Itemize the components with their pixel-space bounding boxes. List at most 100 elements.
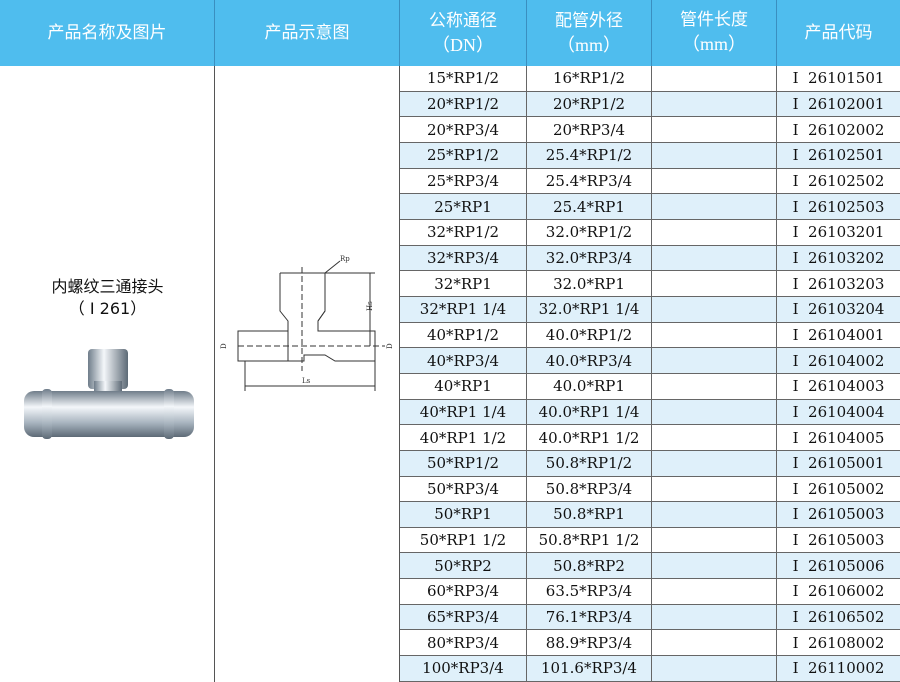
header-code: 产品代码	[777, 0, 900, 66]
od-cell: 20*RP1/2	[527, 91, 652, 117]
header-product-name: 产品名称及图片	[0, 0, 215, 66]
length-cell	[652, 476, 777, 502]
od-cell: 25.4*RP1/2	[527, 142, 652, 168]
code-cell: I 26105006	[792, 556, 885, 575]
od-cell: 40.0*RP3/4	[527, 348, 652, 373]
dn-cell: 20*RP3/4	[400, 117, 527, 142]
code-cell: I 26102002	[792, 120, 885, 139]
header-length: 管件长度 （mm）	[652, 0, 777, 66]
od-cell: 88.9*RP3/4	[527, 630, 652, 656]
dn-cell: 25*RP1	[400, 194, 527, 219]
table-header: 产品名称及图片 产品示意图 公称通径 （DN） 配管外径 （mm） 管件长度 （mm）…	[0, 0, 900, 66]
od-cell: 32.0*RP1	[527, 271, 652, 296]
dn-cell: 80*RP3/4	[400, 630, 527, 656]
header-label: 产品代码	[804, 23, 873, 43]
dn-cell: 40*RP1	[400, 373, 527, 399]
length-cell	[652, 656, 777, 681]
dn-cell: 15*RP1/2	[400, 66, 527, 91]
header-label: 管件长度	[680, 10, 748, 30]
length-cell	[652, 373, 777, 399]
code-cell: I 26104004	[792, 402, 885, 421]
code-cell: I 26105003	[792, 505, 885, 524]
header-unit: （mm）	[556, 35, 621, 55]
code-cell: I 26104003	[792, 377, 885, 396]
length-cell	[652, 553, 777, 579]
length-cell	[652, 502, 777, 527]
dn-cell: 32*RP3/4	[400, 245, 527, 271]
dn-cell: 50*RP1	[400, 502, 527, 527]
product-code: （ I 261）	[68, 299, 147, 318]
dn-cell: 25*RP1/2	[400, 142, 527, 168]
od-cell: 40.0*RP1/2	[527, 322, 652, 348]
header-unit: （mm）	[681, 34, 746, 54]
length-cell	[652, 630, 777, 656]
code-cell: I 26108002	[792, 633, 885, 652]
label-d-left: D	[220, 343, 228, 349]
dn-cell: 65*RP3/4	[400, 604, 527, 630]
length-cell	[652, 296, 777, 322]
header-dn: 公称通径 （DN）	[400, 0, 527, 66]
code-cell: I 26106502	[792, 608, 885, 627]
label-ls: Ls	[302, 377, 311, 385]
length-cell	[652, 245, 777, 271]
dn-cell: 40*RP3/4	[400, 348, 527, 373]
od-cell: 76.1*RP3/4	[527, 604, 652, 630]
label-d-right: D	[386, 343, 394, 349]
od-cell: 101.6*RP3/4	[527, 656, 652, 681]
length-cell	[652, 348, 777, 373]
od-cell: 25.4*RP1	[527, 194, 652, 219]
od-cell: 32.0*RP3/4	[527, 245, 652, 271]
technical-diagram: Rp Hs D D Ls	[220, 255, 394, 391]
length-cell	[652, 322, 777, 348]
dn-cell: 50*RP2	[400, 553, 527, 579]
code-cell: I 26103202	[792, 248, 885, 267]
code-cell: I 26102502	[792, 171, 885, 190]
dn-cell: 100*RP3/4	[400, 656, 527, 681]
od-cell: 50.8*RP2	[527, 553, 652, 579]
code-cell: I 26104005	[792, 428, 885, 447]
code-cell: I 26106002	[792, 582, 885, 601]
length-cell	[652, 527, 777, 553]
od-cell: 40.0*RP1 1/2	[527, 425, 652, 450]
od-cell: 40.0*RP1	[527, 373, 652, 399]
od-cell: 50.8*RP1 1/2	[527, 527, 652, 553]
length-cell	[652, 66, 777, 91]
dn-cell: 50*RP3/4	[400, 476, 527, 502]
code-cell: I 26103203	[792, 274, 885, 293]
label-rp: Rp	[340, 255, 350, 263]
length-cell	[652, 194, 777, 219]
od-cell: 32.0*RP1/2	[527, 219, 652, 245]
code-cell: I 26105001	[792, 454, 885, 473]
od-cell: 16*RP1/2	[527, 66, 652, 91]
od-cell: 20*RP3/4	[527, 117, 652, 142]
header-unit: （DN）	[432, 35, 494, 55]
header-label: 配管外径	[555, 11, 623, 31]
dn-cell: 40*RP1 1/2	[400, 425, 527, 450]
header-diagram: 产品示意图	[215, 0, 400, 66]
dn-cell: 50*RP1/2	[400, 450, 527, 476]
dn-cell: 40*RP1/2	[400, 322, 527, 348]
od-cell: 25.4*RP3/4	[527, 168, 652, 194]
code-cell: I 26103204	[792, 300, 885, 319]
code-cell: I 26110002	[792, 659, 885, 678]
header-od: 配管外径 （mm）	[527, 0, 652, 66]
dn-cell: 60*RP3/4	[400, 579, 527, 604]
header-label: 公称通径	[429, 11, 497, 31]
dn-cell: 40*RP1 1/4	[400, 399, 527, 425]
length-cell	[652, 91, 777, 117]
length-cell	[652, 399, 777, 425]
